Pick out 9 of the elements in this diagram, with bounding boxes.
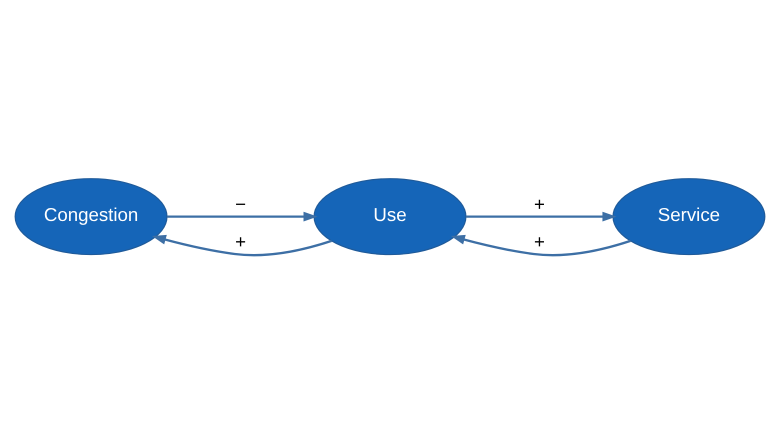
edge-label: +: [534, 230, 545, 252]
arrow: [167, 211, 318, 222]
edge-label: +: [534, 193, 545, 214]
edge-label: +: [235, 230, 246, 252]
node-ellipse: Service: [612, 178, 766, 255]
arrow: [466, 211, 616, 222]
arrow: [450, 234, 631, 256]
arrow: [152, 234, 332, 256]
edge-label: −: [235, 193, 246, 214]
